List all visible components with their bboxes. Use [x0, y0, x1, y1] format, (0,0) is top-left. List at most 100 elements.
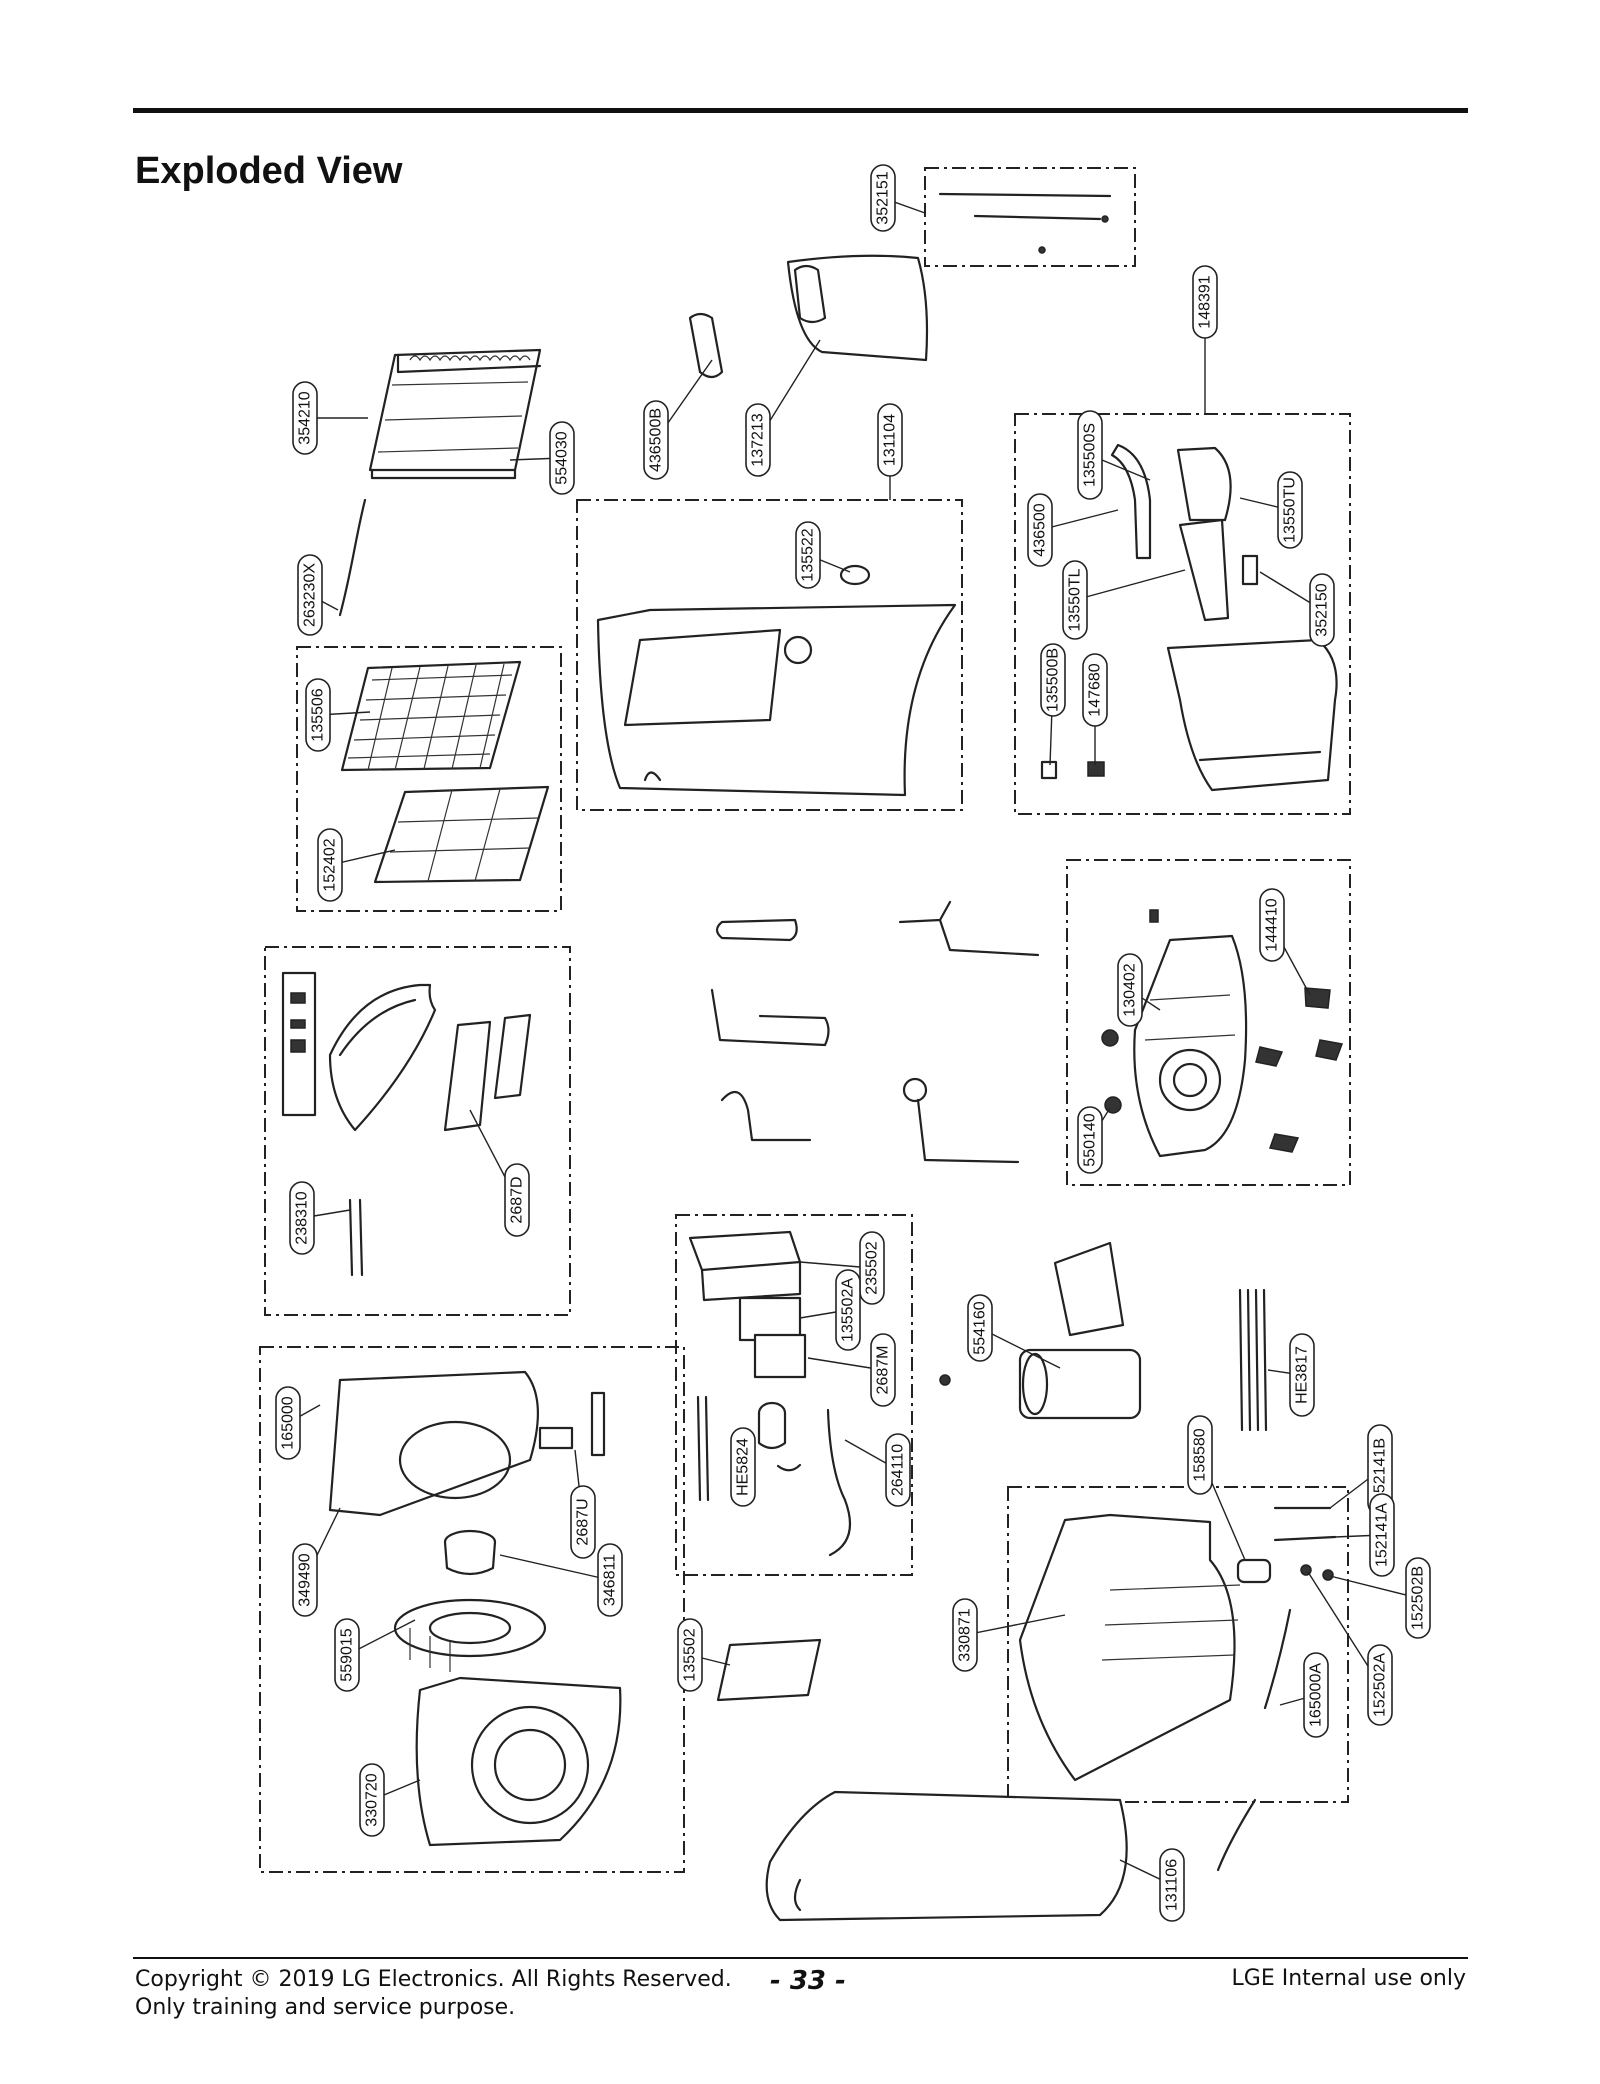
pipe-u-part [715, 918, 798, 942]
leader-line [1329, 1575, 1419, 1599]
part-number-label: 13550TU [1282, 477, 1299, 543]
callout-he5824: HE5824 [730, 1427, 756, 1507]
fuse-part [590, 1391, 606, 1457]
part-number-label: 2687M [875, 1346, 892, 1395]
callout-oval [1303, 1652, 1329, 1738]
group-box-handle-assembly [1014, 413, 1351, 815]
drain-hose-part [1263, 1608, 1292, 1710]
heater-element-part [1238, 1288, 1268, 1432]
callout-oval [859, 1231, 885, 1305]
part-number-label: 152502B [1410, 1566, 1427, 1630]
callout-oval [877, 403, 903, 477]
callout-148391: 148391 [1192, 265, 1218, 414]
fan-scroll-part [415, 1676, 622, 1847]
callout-144410: 144410 [1259, 888, 1311, 996]
part-number-label: HE3817 [1294, 1346, 1311, 1404]
part-number-label: 135500B [1045, 648, 1062, 712]
callout-152502b: 152502B [1329, 1557, 1431, 1639]
callout-oval [885, 1433, 911, 1507]
group-box-base-casters [1066, 859, 1351, 1186]
page-title: Exploded View [135, 150, 403, 192]
callout-oval [570, 1485, 596, 1559]
callout-oval [795, 521, 821, 589]
handle-assembly-part [1110, 443, 1259, 622]
part-number-label: 135502 [682, 1628, 699, 1681]
callout-oval [1369, 1493, 1395, 1577]
callout-135502: 135502 [677, 1618, 731, 1692]
callout-559015: 559015 [334, 1618, 416, 1692]
callout-oval [870, 1333, 896, 1407]
callout-135522: 135522 [795, 521, 851, 589]
drain-tray-part [716, 1638, 822, 1702]
float-switch-part [1236, 1558, 1272, 1584]
part-number-label: 135522 [800, 528, 817, 581]
display-harness-part [348, 1198, 364, 1277]
plug-part [1149, 909, 1159, 923]
callout-135500s: 135500S [1077, 410, 1151, 500]
part-number-label: 354210 [297, 391, 314, 444]
leader-line [979, 1327, 1061, 1369]
callout-oval [1277, 471, 1303, 549]
callout-152502a: 152502A [1307, 1571, 1393, 1726]
callout-oval [359, 1763, 385, 1837]
callout-he3817: HE3817 [1267, 1333, 1315, 1417]
part-number-label: 349490 [297, 1553, 314, 1606]
callout-oval [504, 1163, 530, 1237]
part-number-label: 330720 [364, 1773, 381, 1826]
pipe-capillary-part [710, 988, 830, 1047]
drain-pan-part [1018, 1513, 1241, 1782]
part-number-label: 550140 [1082, 1113, 1099, 1166]
part-number-label: 554030 [554, 431, 571, 484]
callout-oval [305, 678, 331, 752]
air-filter-part [340, 660, 522, 772]
part-number-label: 2687D [509, 1176, 526, 1223]
part-number-label: 130402 [1122, 963, 1139, 1016]
callout-oval [317, 828, 343, 902]
callout-oval [870, 164, 896, 232]
part-number-label: 137213 [750, 413, 767, 466]
leader-line [964, 1614, 1066, 1636]
wire-connector-part [1101, 215, 1109, 223]
sensor-part [538, 1426, 574, 1450]
power-cord-part [826, 1408, 852, 1557]
callout-13550tl: 13550TL [1062, 560, 1186, 640]
part-number-label: 352150 [1314, 583, 1331, 636]
capacitor-part [757, 1401, 802, 1472]
callout-oval [1309, 573, 1335, 647]
part-number-label: 131104 [882, 414, 899, 466]
callout-oval [1259, 888, 1285, 962]
part-number-label: 152141B [1372, 1438, 1389, 1502]
wire-rod-part [938, 192, 1112, 198]
header-rule [133, 108, 1468, 113]
fan-motor-part [443, 1529, 497, 1576]
callout-131106: 131106 [1119, 1848, 1185, 1922]
drain-cap-b-part [1322, 1569, 1334, 1581]
callout-oval [1367, 1644, 1393, 1726]
rear-cabinet-part [596, 603, 957, 797]
blower-wheel-part [393, 1598, 547, 1672]
page-number: - 33 - [770, 1966, 846, 1996]
group-box-filter [296, 646, 562, 912]
leader-line [1039, 509, 1119, 531]
callout-oval [1082, 653, 1108, 727]
part-number-label: 148391 [1197, 275, 1214, 328]
part-number-label: 554160 [972, 1301, 989, 1354]
callout-147680: 147680 [1082, 653, 1108, 765]
group-box-control-panel [264, 946, 571, 1316]
callout-oval [952, 1598, 978, 1672]
front-cabinet-part [765, 1790, 1128, 1922]
top-cover-part [786, 254, 929, 362]
callout-330720: 330720 [359, 1763, 421, 1837]
callout-152141a: 152141A [1334, 1493, 1395, 1577]
control-box-cover-part [688, 1230, 802, 1302]
footer-copyright: Copyright © 2019 LG Electronics. All Rig… [135, 1967, 732, 1992]
main-pcb-part [753, 1333, 807, 1379]
hose-clip-part [1216, 1798, 1257, 1872]
callout-oval [1062, 560, 1088, 640]
callout-oval [549, 421, 575, 495]
callout-130402: 130402 [1117, 953, 1161, 1027]
callout-346811: 346811 [499, 1543, 623, 1617]
caster-part [1255, 987, 1344, 1153]
